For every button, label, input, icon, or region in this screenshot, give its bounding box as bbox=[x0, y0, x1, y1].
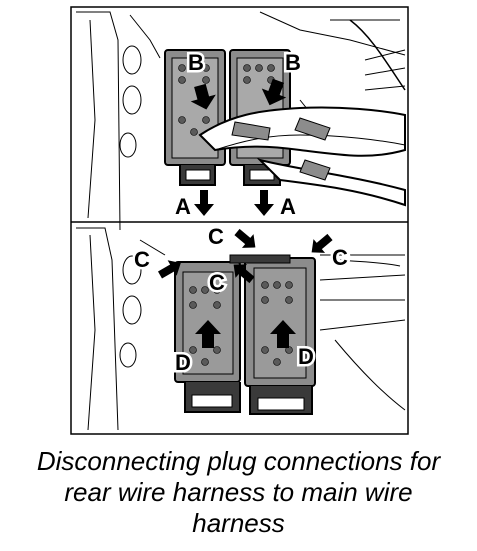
down-arrow-icon bbox=[261, 78, 287, 106]
bottom-panel: C C C C C D D bbox=[76, 224, 406, 431]
diagonal-arrow-icon bbox=[233, 264, 255, 284]
diagonal-arrow-icon bbox=[311, 233, 333, 253]
callout-a-left: A bbox=[175, 194, 191, 219]
callout-c-center: C bbox=[209, 270, 225, 295]
caption-line-1: Disconnecting plug connections for bbox=[36, 446, 441, 476]
callout-a-right: A bbox=[280, 194, 296, 219]
down-arrow-icon bbox=[254, 190, 274, 216]
callout-d-right: D bbox=[298, 344, 314, 369]
down-arrow-icon bbox=[190, 83, 216, 110]
callout-c-top: C bbox=[208, 224, 224, 249]
callout-c-left: C bbox=[134, 247, 150, 272]
callout-b-right: B bbox=[285, 50, 301, 75]
callout-b-left: B bbox=[188, 50, 204, 75]
caption-line-3: harness bbox=[192, 508, 285, 538]
top-panel: B B A A bbox=[76, 11, 406, 231]
figure-caption: Disconnecting plug connections for rear … bbox=[0, 446, 477, 539]
up-arrow-icon bbox=[195, 320, 221, 348]
diagonal-arrow-icon bbox=[234, 228, 256, 248]
callout-c-right: C bbox=[332, 245, 348, 270]
illustration: B B A A bbox=[70, 6, 409, 435]
callout-d-left: D bbox=[175, 350, 191, 375]
up-arrow-icon bbox=[270, 320, 296, 348]
diagonal-arrow-icon bbox=[158, 260, 181, 279]
caption-line-2: rear wire harness to main wire bbox=[64, 477, 413, 507]
down-arrow-icon bbox=[194, 190, 214, 216]
